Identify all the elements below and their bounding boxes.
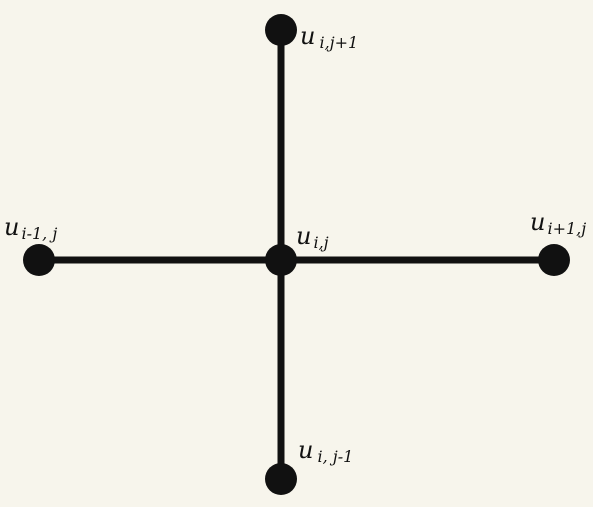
node-left (23, 244, 55, 276)
node-top (265, 14, 297, 46)
node-right (538, 244, 570, 276)
node-center (265, 244, 297, 276)
node-bottom (265, 463, 297, 495)
